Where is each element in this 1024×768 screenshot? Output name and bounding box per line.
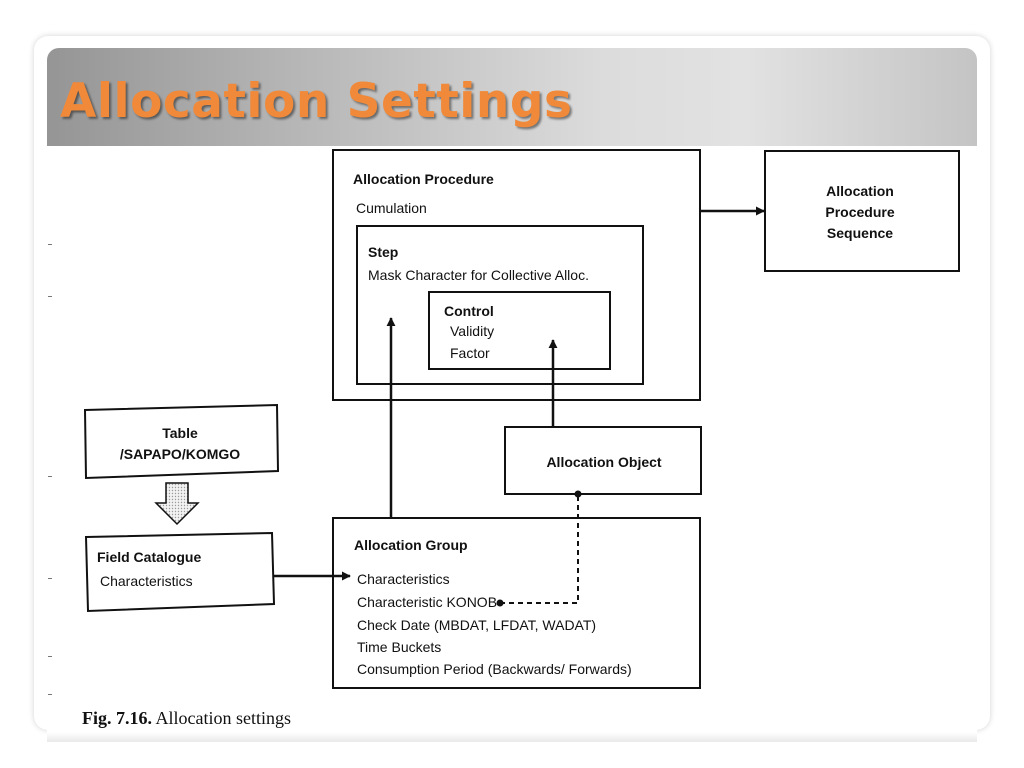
scan-mark xyxy=(48,476,52,477)
procedure-title: Allocation Procedure xyxy=(353,171,494,187)
slide-title: Allocation Settings xyxy=(60,74,573,129)
object-text: Allocation Object xyxy=(546,454,662,470)
object-dot xyxy=(574,490,582,498)
step-title: Step xyxy=(368,244,399,260)
konob-to-object-connector xyxy=(500,494,579,604)
control-line: Validity xyxy=(450,323,495,339)
procedure-box xyxy=(332,149,701,401)
control-title: Control xyxy=(444,303,494,319)
group-line: Characteristic KONOB xyxy=(357,594,498,610)
sequence-line: Procedure xyxy=(825,204,895,220)
control-line: Factor xyxy=(450,345,490,361)
field-catalogue-box xyxy=(84,531,276,613)
group-box xyxy=(332,517,701,689)
group-title: Allocation Group xyxy=(354,537,468,553)
group-line: Time Buckets xyxy=(357,639,442,655)
slide-bottom-edge xyxy=(47,732,977,742)
procedure-subtitle: Cumulation xyxy=(356,200,427,216)
group-line: Check Date (MBDAT, LFDAT, WADAT) xyxy=(357,617,597,633)
control-box xyxy=(428,291,611,370)
object-box xyxy=(504,426,702,495)
table-line: Table xyxy=(162,425,198,441)
table-to-catalogue-arrow xyxy=(154,482,200,526)
figure-caption: Fig. 7.16. Allocation settings xyxy=(82,708,291,729)
figure-caption-label: Fig. 7.16. xyxy=(82,708,152,728)
scan-mark xyxy=(48,656,52,657)
title-band xyxy=(47,48,977,146)
group-line: Characteristics xyxy=(357,571,450,587)
sequence-line: Allocation xyxy=(826,183,894,199)
figure-caption-text: Allocation settings xyxy=(155,708,291,728)
group-line: Consumption Period (Backwards/ Forwards) xyxy=(357,661,632,677)
scan-mark xyxy=(48,244,52,245)
sequence-box xyxy=(764,150,960,272)
sequence-line: Sequence xyxy=(826,225,894,241)
field-catalogue-text: Characteristics xyxy=(100,573,193,589)
scan-mark xyxy=(48,694,52,695)
step-text: Mask Character for Collective Alloc. xyxy=(368,267,589,283)
scan-mark xyxy=(48,578,52,579)
scan-mark xyxy=(48,296,52,297)
step-box xyxy=(356,225,644,385)
table-box xyxy=(83,403,280,480)
table-line: /SAPAPO/KOMGO xyxy=(119,446,241,462)
field-catalogue-title: Field Catalogue xyxy=(97,549,202,565)
